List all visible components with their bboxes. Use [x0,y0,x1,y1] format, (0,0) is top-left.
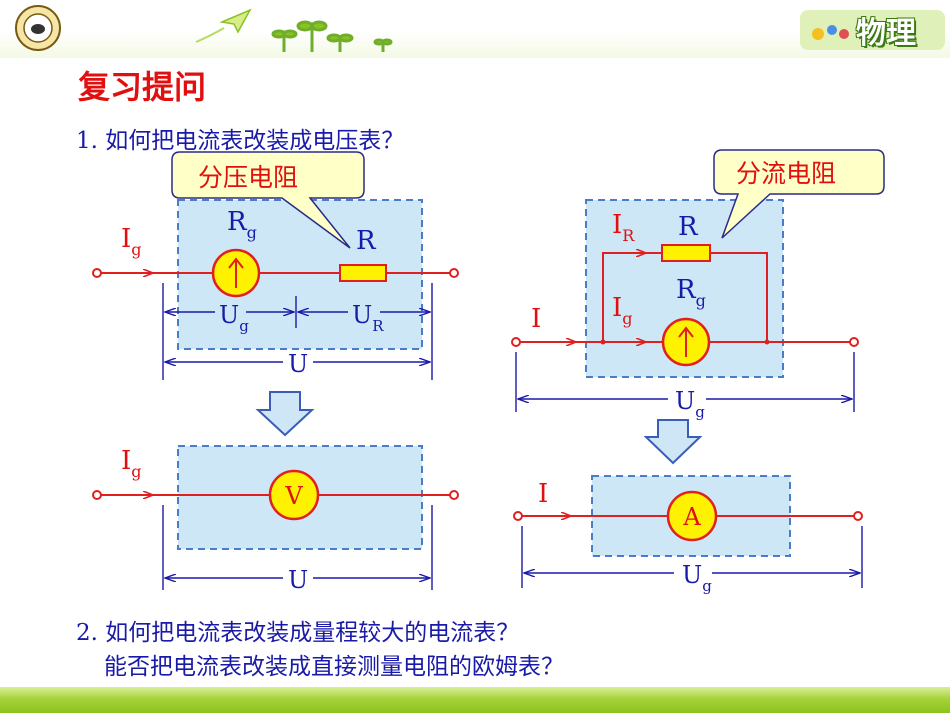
current-label: Ig [121,224,142,259]
shunt-resistor-label: R [678,212,699,242]
page-title: 复习提问 [78,68,207,106]
result-current-label: I [538,479,548,509]
series-resistor [339,264,387,282]
subject-title: 物理 [856,16,916,51]
terminal [849,337,859,347]
ug-label: Ug [675,387,705,421]
ir-label: IR [612,210,635,245]
voltmeter-icon: V [268,469,320,521]
terminal [449,268,459,278]
callout-shunt: 分流电阻 [713,149,885,239]
svg-text:V: V [284,482,303,510]
terminal [511,337,521,347]
terminal [513,511,523,521]
callout-voltage-divider: 分压电阻 [171,151,365,249]
logo [15,5,61,51]
rg-label: Rg [227,207,257,242]
total-current-label: I [531,304,541,334]
header-band [0,0,950,58]
terminal [92,268,102,278]
shunt-resistor [661,244,711,262]
question-1: 1. 如何把电流表改装成电压表？ [76,128,405,154]
question-2: 2. 如何把电流表改装成量程较大的电流表？ [76,620,520,646]
terminal [853,511,863,521]
rg-label: Rg [676,275,706,310]
callout-label: 分压电阻 [198,163,298,192]
transform-arrow-icon [255,391,315,437]
total-voltage-label: U [288,350,308,378]
result-voltage-label: U [288,566,308,594]
ammeter-icon: A [666,490,718,542]
result-current-label: Ig [121,446,142,481]
footer-band [0,687,950,713]
question-3: 能否把电流表改装成直接测量电阻的欧姆表？ [104,654,564,680]
ammeter-circuit-wires [520,253,850,342]
subject-badge [800,10,945,50]
result-ug-label: Ug [682,561,712,595]
result-voltage-dimension [162,505,433,590]
terminal [449,490,459,500]
resistor-label: R [356,226,377,256]
junction [764,339,770,345]
ug-label: Ug [219,301,249,335]
sprout-decoration [271,20,393,52]
ammeter-voltage-dimension [515,352,855,412]
paper-plane-icon [195,8,252,43]
ur-label: UR [352,301,384,335]
svg-text:A: A [682,503,701,531]
galvanometer-icon [661,317,711,367]
terminal [92,490,102,500]
transform-arrow-icon [643,419,703,465]
galvanometer-icon [211,248,261,298]
callout-label: 分流电阻 [736,159,836,188]
voltage-dimension-lines [162,283,433,380]
ig-label: Ig [612,293,633,328]
result-ammeter-dimension [521,526,863,588]
junction [600,339,606,345]
